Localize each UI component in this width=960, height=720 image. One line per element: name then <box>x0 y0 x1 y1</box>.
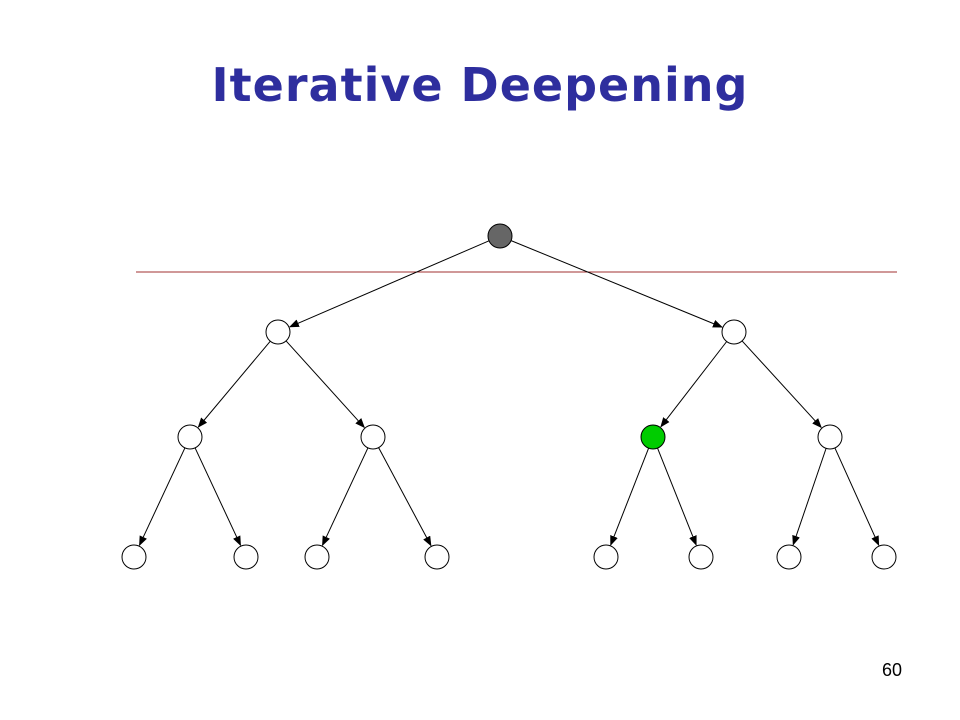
edge-n-2-3-to-n-3-7 <box>834 447 880 547</box>
tree-node-n-2-0 <box>177 424 203 450</box>
tree-nodes <box>121 223 897 570</box>
tree-node-n-2-1 <box>360 424 386 450</box>
edge-n-1-1-to-n-2-3 <box>741 340 822 429</box>
tree-node-n-1-0 <box>265 319 291 345</box>
page-number: 60 <box>881 660 902 680</box>
root-node <box>487 223 513 249</box>
edge-root-to-n-1-1 <box>510 240 723 328</box>
tree-node-n-3-4 <box>593 544 619 570</box>
edge-n-2-0-to-n-3-1 <box>194 447 241 547</box>
edge-n-1-0-to-n-2-1 <box>285 340 365 429</box>
edge-n-1-0-to-n-2-0 <box>197 340 271 428</box>
goal-node <box>640 424 666 450</box>
tree-node-n-2-3 <box>817 424 843 450</box>
tree-node-n-3-0 <box>121 544 147 570</box>
edge-n-2-2-to-n-3-4 <box>610 448 650 546</box>
edge-n-1-1-to-n-2-2 <box>660 341 728 428</box>
tree-node-n-3-7 <box>871 544 897 570</box>
tree-edges <box>139 240 880 547</box>
tree-node-n-3-1 <box>233 544 259 570</box>
tree-node-n-3-5 <box>688 544 714 570</box>
slide-title: Iterative Deepening <box>211 58 749 112</box>
edge-n-2-2-to-n-3-5 <box>657 447 697 546</box>
tree-node-n-3-3 <box>424 544 450 570</box>
tree-node-n-3-2 <box>304 544 330 570</box>
edge-n-2-3-to-n-3-6 <box>792 448 827 546</box>
tree-node-n-1-1 <box>721 319 747 345</box>
edge-n-2-0-to-n-3-0 <box>139 447 186 547</box>
edge-n-2-1-to-n-3-2 <box>322 447 369 547</box>
tree-node-n-3-6 <box>776 544 802 570</box>
edge-root-to-n-1-0 <box>288 240 490 328</box>
edge-n-2-1-to-n-3-3 <box>378 447 432 547</box>
